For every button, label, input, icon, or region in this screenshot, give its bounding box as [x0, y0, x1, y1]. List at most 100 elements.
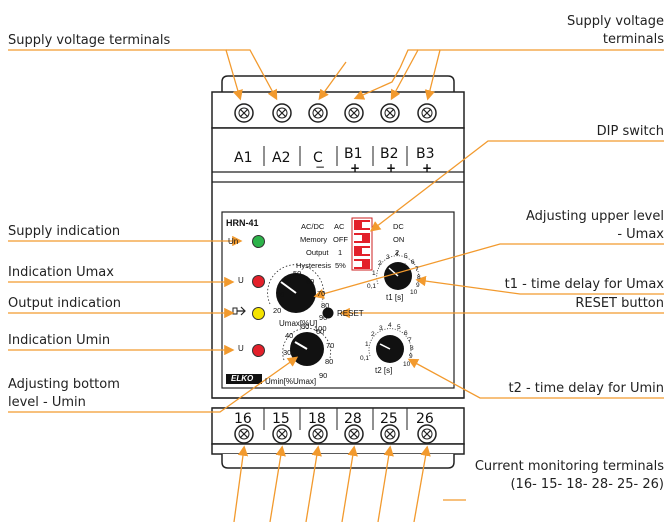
table-header-ac: AC: [334, 222, 345, 231]
label-current-monitoring-line1: Current monitoring terminals: [474, 459, 664, 474]
t2-tick-6: 6: [404, 330, 408, 337]
label-t2-time-delay: t2 - time delay for Umin: [508, 381, 664, 396]
umin-dial-label: Umin[%Umax]: [265, 377, 317, 386]
screw-terminal-b2: [380, 103, 400, 123]
label-reset-button: RESET button: [575, 296, 664, 311]
t1-tick-3: 3: [386, 254, 390, 261]
t2-tick-1: 1: [365, 341, 369, 348]
terminal-label-a1: A1: [234, 150, 253, 166]
label-indication-umax: Indication Umax: [8, 265, 114, 280]
terminal-label-28: 28: [344, 411, 362, 427]
label-supply-voltage-terminals-right-line2: terminals: [602, 32, 664, 47]
umin-tick-80: 80: [325, 357, 334, 366]
screw-terminal-26: [417, 424, 437, 444]
label-adjusting-bottom-line2: level - Umin: [8, 395, 86, 410]
model-label: HRN-41: [226, 218, 259, 228]
table-header-acdc: AC/DC: [301, 222, 325, 231]
screw-terminal-b1: [344, 103, 364, 123]
front-panel: [221, 211, 455, 389]
terminal-label-16: 16: [234, 411, 252, 427]
t2-dial-label: t2 [s]: [375, 366, 393, 375]
table-row-output-2: 2: [395, 248, 400, 257]
label-adjusting-upper-level-line1: Adjusting upper level: [525, 209, 664, 224]
table-row-memory-label: Memory: [300, 235, 328, 244]
terminal-label-15: 15: [272, 411, 290, 427]
umin-tick-50: 50: [301, 322, 310, 331]
umax-dial-label: Umax[%U]: [279, 319, 318, 328]
t1-tick-5: 5: [404, 253, 408, 260]
label-output-indication: Output indication: [8, 296, 122, 311]
screw-terminal-16: [234, 424, 254, 444]
terminal-sign-b1: +: [350, 161, 361, 175]
label-supply-voltage-terminals-left: Supply voltage terminals: [8, 33, 171, 48]
terminal-label-26: 26: [416, 411, 434, 427]
umax-tick-40: 40: [283, 276, 292, 285]
umax-knob: [276, 273, 316, 313]
screw-terminal-b3: [417, 103, 437, 123]
t2-tick-7: 7: [408, 337, 412, 344]
u-label-umin: U: [238, 344, 244, 353]
table-row-output-label: Output: [306, 248, 329, 257]
terminal-sign-b3: +: [422, 161, 433, 175]
led-supply-indicator: [252, 235, 265, 248]
screw-terminal-a2: [272, 103, 292, 123]
umax-tick-70: 70: [317, 289, 326, 298]
label-indication-umin: Indication Umin: [8, 333, 111, 348]
terminal-label-b2: B2: [380, 146, 399, 162]
screw-terminal-15: [272, 424, 292, 444]
un-label: Un: [228, 237, 239, 246]
table-row-output-1: 1: [338, 248, 343, 257]
umax-tick-100: 100: [314, 324, 327, 333]
umax-tick-20: 20: [273, 306, 282, 315]
terminal-label-25: 25: [380, 411, 398, 427]
terminal-label-b1: B1: [344, 146, 363, 162]
screw-terminal-a1: [234, 103, 254, 123]
u-label-umax: U: [238, 276, 244, 285]
led-umax-indicator: [252, 275, 265, 288]
screw-terminal-25: [380, 424, 400, 444]
reset-button: [322, 307, 334, 319]
t2-tick-3: 3: [379, 325, 383, 332]
dip-switch: [351, 217, 373, 271]
table-row-hysteresis-10: 10%: [392, 261, 408, 270]
terminal-label-18: 18: [308, 411, 326, 427]
t2-tick-4: 4: [388, 322, 392, 329]
screw-terminal-c: [308, 103, 328, 123]
led-umin-indicator: [252, 344, 265, 357]
label-adjusting-upper-level-line2: - Umax: [617, 227, 664, 242]
umin-tick-90: 90: [319, 371, 328, 380]
terminal-sign-c: −: [315, 160, 326, 174]
t1-tick-8: 8: [417, 274, 421, 281]
umin-tick-30: 30: [283, 348, 292, 357]
terminal-sign-b2: +: [386, 161, 397, 175]
t1-tick-10: 10: [410, 289, 418, 296]
t2-tick-5: 5: [397, 324, 401, 331]
t1-tick-9: 9: [416, 282, 420, 289]
t2-tick-2: 2: [371, 331, 375, 338]
brand-plate: [226, 374, 262, 384]
reset-label: RESET: [337, 309, 364, 318]
label-supply-voltage-terminals-right-line1: Supply voltage: [566, 14, 664, 29]
umax-tick-60: 60: [306, 277, 315, 286]
umin-tick-60: 60: [316, 327, 325, 336]
terminal-label-a2: A2: [272, 150, 291, 166]
umax-tick-50: 50: [293, 269, 302, 278]
table-header-dc: DC: [393, 222, 404, 231]
table-row-hysteresis-5: 5%: [335, 261, 346, 270]
top-terminal-cap: [221, 75, 455, 92]
label-supply-indication: Supply indication: [8, 224, 121, 239]
umax-tick-80: 80: [321, 301, 330, 310]
screw-terminal-18: [308, 424, 328, 444]
t2-tick-8: 8: [410, 345, 414, 352]
umin-knob: [290, 332, 324, 366]
table-row-memory-on: ON: [393, 235, 405, 244]
t1-knob: [384, 262, 412, 290]
t1-tick-7: 7: [415, 266, 419, 273]
terminal-label-b3: B3: [416, 146, 435, 162]
table-row-memory-off: OFF: [333, 235, 348, 244]
label-dip-switch: DIP switch: [596, 124, 664, 139]
bottom-terminal-cap: [221, 454, 455, 469]
label-t1-time-delay: t1 - time delay for Umax: [504, 277, 664, 292]
label-current-monitoring-line2: (16- 15- 18- 28- 25- 26): [510, 477, 664, 492]
